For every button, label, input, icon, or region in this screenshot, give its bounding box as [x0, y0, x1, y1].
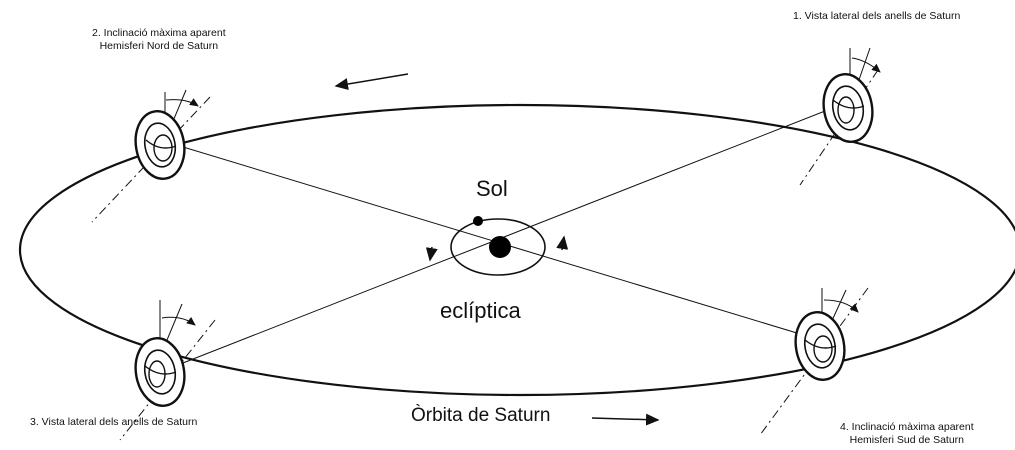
earth-motion-arrow-left	[425, 246, 438, 262]
orbit-motion-arrow-top	[334, 73, 409, 90]
line-2-4	[159, 139, 821, 341]
label-position-2-line-1: 2. Inclinació màxima aparent	[92, 27, 226, 39]
earth	[473, 216, 483, 226]
ecliptic-orbit	[450, 218, 546, 276]
sun-label: Sol	[476, 176, 508, 201]
earth-motion-arrow-right	[556, 235, 569, 251]
label-position-3: 3. Vista lateral dels anells de Saturn	[30, 416, 197, 429]
sun	[489, 236, 511, 258]
saturn-orbit	[19, 103, 1015, 397]
label-position-1-line-1: 1. Vista lateral dels anells de Saturn	[793, 10, 961, 22]
ecliptic-label: eclíptica	[440, 298, 521, 323]
label-position-4-line-1: 4. Inclinació màxima aparent	[840, 421, 974, 433]
saturn-position-2	[91, 89, 211, 223]
orbit-label: Òrbita de Saturn	[411, 405, 551, 426]
saturn-position-4	[759, 287, 869, 436]
label-position-1: 1. Vista lateral dels anells de Saturn	[793, 10, 960, 23]
label-position-3-line-1: 3. Vista lateral dels anells de Saturn	[30, 416, 198, 428]
label-position-4-line-2: Hemisferi Sud de Saturn	[849, 434, 965, 446]
saturn-position-3	[119, 300, 216, 441]
saturn-position-1	[799, 47, 881, 186]
orbit-motion-arrow-bottom	[591, 413, 660, 426]
label-position-2-line-2: Hemisferi Nord de Saturn	[99, 40, 219, 52]
label-position-4: 4. Inclinació màxima aparent Hemisferi S…	[840, 421, 974, 447]
label-position-2: 2. Inclinació màxima aparent Hemisferi N…	[92, 27, 226, 53]
